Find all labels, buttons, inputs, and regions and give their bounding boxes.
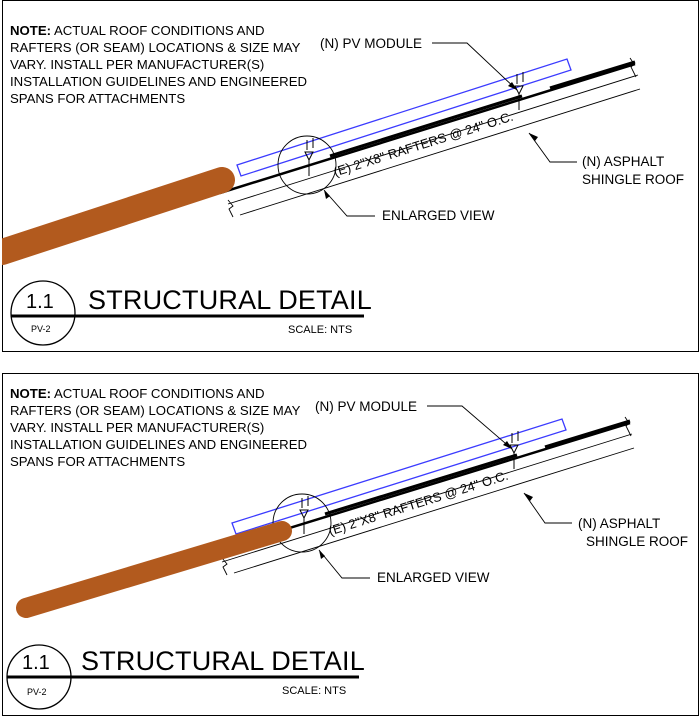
scale-label: SCALE: NTS bbox=[282, 685, 347, 697]
pv-module-shape bbox=[236, 58, 572, 177]
detail-title: STRUCTURAL DETAIL bbox=[88, 285, 372, 315]
enlarged-view-label: ENLARGED VIEW bbox=[377, 570, 490, 585]
mount-brackets bbox=[304, 72, 524, 176]
mount-brackets bbox=[299, 431, 519, 534]
scale-label: SCALE: NTS bbox=[288, 324, 353, 336]
roof-label-line2: SHINGLE ROOF bbox=[586, 534, 689, 549]
roof-label-line2: SHINGLE ROOF bbox=[582, 172, 685, 187]
note-text: ACTUAL ROOF CONDITIONS AND RAFTERS (OR S… bbox=[10, 386, 308, 469]
detail-number: 1.1 bbox=[26, 291, 54, 313]
note-text: ACTUAL ROOF CONDITIONS AND RAFTERS (OR S… bbox=[10, 23, 308, 106]
detail-drawing-1 bbox=[2, 0, 699, 352]
title-block bbox=[6, 644, 359, 710]
leader-arrows bbox=[319, 441, 533, 559]
pv-module-label: (N) PV MODULE bbox=[320, 36, 423, 51]
enlarged-view-label: ENLARGED VIEW bbox=[382, 208, 495, 223]
title-block bbox=[10, 280, 364, 346]
conduit-pipe bbox=[2, 167, 235, 265]
panel-border bbox=[2, 0, 699, 352]
sheet-reference: PV-2 bbox=[27, 687, 47, 697]
structural-detail-panel-2: NOTE: ACTUAL ROOF CONDITIONS AND RAFTERS… bbox=[2, 373, 699, 716]
leader-lines bbox=[318, 405, 572, 579]
detail-title: STRUCTURAL DETAIL bbox=[81, 646, 365, 676]
installation-note: NOTE: ACTUAL ROOF CONDITIONS AND RAFTERS… bbox=[10, 385, 310, 470]
sheet-reference: PV-2 bbox=[31, 324, 51, 334]
pv-module-label: (N) PV MODULE bbox=[315, 399, 418, 414]
installation-note: NOTE: ACTUAL ROOF CONDITIONS AND RAFTERS… bbox=[10, 22, 310, 107]
roof-label-line1: (N) ASPHALT bbox=[578, 516, 661, 531]
note-bold-label: NOTE: bbox=[10, 23, 52, 38]
leader-arrows bbox=[324, 82, 538, 199]
leader-lines bbox=[323, 42, 577, 217]
note-bold-label: NOTE: bbox=[10, 386, 52, 401]
enlarged-view-circle bbox=[277, 135, 337, 195]
conduit-pipe bbox=[16, 521, 292, 618]
detail-number: 1.1 bbox=[22, 652, 50, 674]
roof-label-line1: (N) ASPHALT bbox=[582, 154, 665, 169]
detail-drawing-2 bbox=[2, 373, 699, 716]
roof-assembly bbox=[219, 57, 641, 218]
enlarged-view-circle bbox=[272, 493, 332, 553]
pv-module-shape bbox=[231, 418, 567, 535]
structural-detail-panel-1: NOTE: ACTUAL ROOF CONDITIONS AND RAFTERS… bbox=[2, 0, 699, 352]
